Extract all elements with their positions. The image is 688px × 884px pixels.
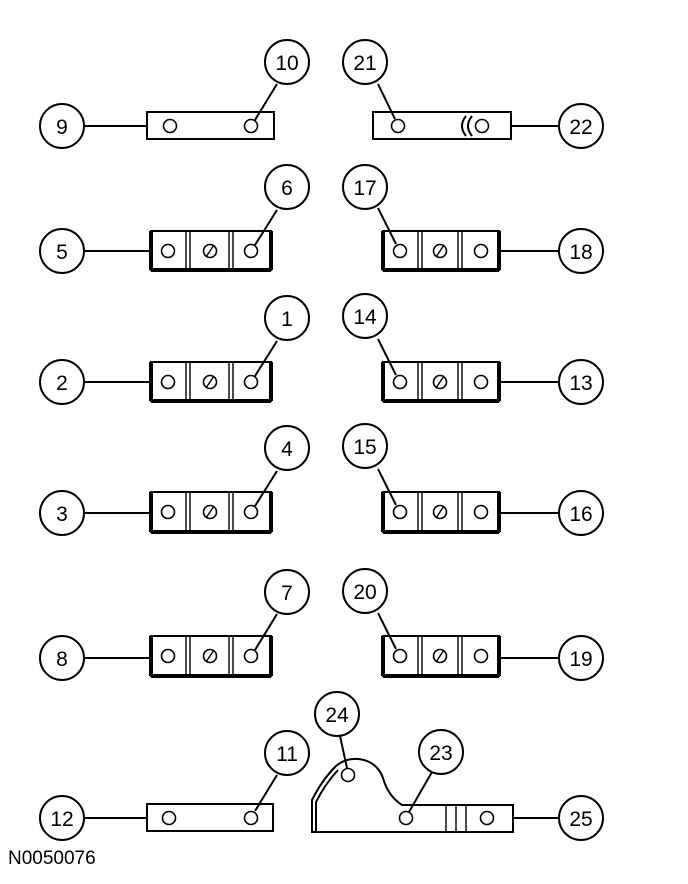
mount-hole: [243, 648, 259, 664]
callout-number: 19: [569, 648, 592, 671]
callout-number: 4: [281, 438, 293, 461]
mount-hole: [243, 374, 259, 390]
callout-number: 5: [56, 241, 68, 264]
callout-number: 2: [56, 372, 68, 395]
callout-4: 4: [264, 425, 310, 471]
mount-hole: [340, 767, 356, 783]
callout-3: 3: [39, 490, 85, 536]
mount-hole: [162, 118, 178, 134]
callout-number: 1: [281, 308, 293, 331]
mount-hole: [398, 810, 414, 826]
mount-hole: [473, 504, 489, 520]
mount-hole: [161, 810, 177, 826]
callout-number: 15: [353, 436, 376, 459]
mount-hole: [473, 374, 489, 390]
callout-number: 3: [56, 503, 68, 526]
mount-hole: [473, 243, 489, 259]
callout-20: 20: [342, 568, 388, 614]
mount-hole: [160, 648, 176, 664]
part-row-6: [84, 735, 559, 833]
callout-17: 17: [342, 164, 388, 210]
callout-14: 14: [342, 293, 388, 339]
callout-9: 9: [39, 103, 85, 149]
callout-16: 16: [558, 490, 604, 536]
callout-number: 13: [569, 372, 592, 395]
callout-8: 8: [39, 635, 85, 681]
mount-hole: [243, 118, 259, 134]
strip-bend-mark: [461, 115, 467, 137]
mount-hole: [392, 504, 408, 520]
callout-11: 11: [264, 730, 310, 776]
mount-hole: [243, 504, 259, 520]
callout-number: 18: [569, 241, 592, 264]
callout-number: 20: [353, 581, 376, 604]
callout-number: 21: [353, 52, 376, 75]
callout-22: 22: [558, 103, 604, 149]
callout-number: 17: [353, 177, 376, 200]
bracket-plate-right-6: [311, 757, 514, 833]
mount-hole: [160, 504, 176, 520]
callout-number: 8: [56, 648, 68, 671]
callout-23: 23: [418, 729, 464, 775]
callout-number: 25: [569, 808, 592, 831]
callout-12: 12: [39, 795, 85, 841]
callout-6: 6: [264, 164, 310, 210]
part-row-4: [84, 468, 559, 534]
callout-25: 25: [558, 795, 604, 841]
mount-hole: [390, 118, 406, 134]
mount-hole: [473, 648, 489, 664]
callout-number: 11: [276, 743, 298, 766]
part-row-3: [84, 338, 559, 403]
callout-15: 15: [342, 423, 388, 469]
callout-21: 21: [342, 39, 388, 85]
mount-hole: [392, 374, 408, 390]
callout-1: 1: [264, 295, 310, 341]
callout-10: 10: [264, 39, 310, 85]
figure-code: N0050076: [8, 848, 96, 869]
callout-number: 24: [325, 704, 349, 727]
callout-number: 7: [281, 582, 293, 605]
callout-number: 23: [429, 742, 452, 765]
mount-hole: [479, 810, 495, 826]
callout-19: 19: [558, 635, 604, 681]
callout-24: 24: [314, 691, 360, 737]
mount-hole: [243, 243, 259, 259]
part-row-1: [84, 83, 559, 140]
mount-hole: [474, 118, 490, 134]
mount-hole: [160, 374, 176, 390]
mount-hole: [392, 648, 408, 664]
mount-hole: [392, 243, 408, 259]
mount-hole: [243, 810, 259, 826]
callout-7: 7: [264, 569, 310, 615]
part-row-5: [84, 612, 559, 678]
part-row-2: [84, 207, 559, 272]
callout-18: 18: [558, 228, 604, 274]
callout-5: 5: [39, 228, 85, 274]
callout-number: 9: [56, 116, 68, 139]
callout-2: 2: [39, 359, 85, 405]
callout-number: 22: [569, 116, 592, 139]
callout-number: 10: [275, 52, 298, 75]
callout-number: 14: [353, 306, 377, 329]
callout-13: 13: [558, 359, 604, 405]
callout-number: 16: [569, 503, 592, 526]
callout-number: 6: [281, 177, 293, 200]
callout-number: 12: [50, 808, 73, 831]
mount-hole: [160, 243, 176, 259]
